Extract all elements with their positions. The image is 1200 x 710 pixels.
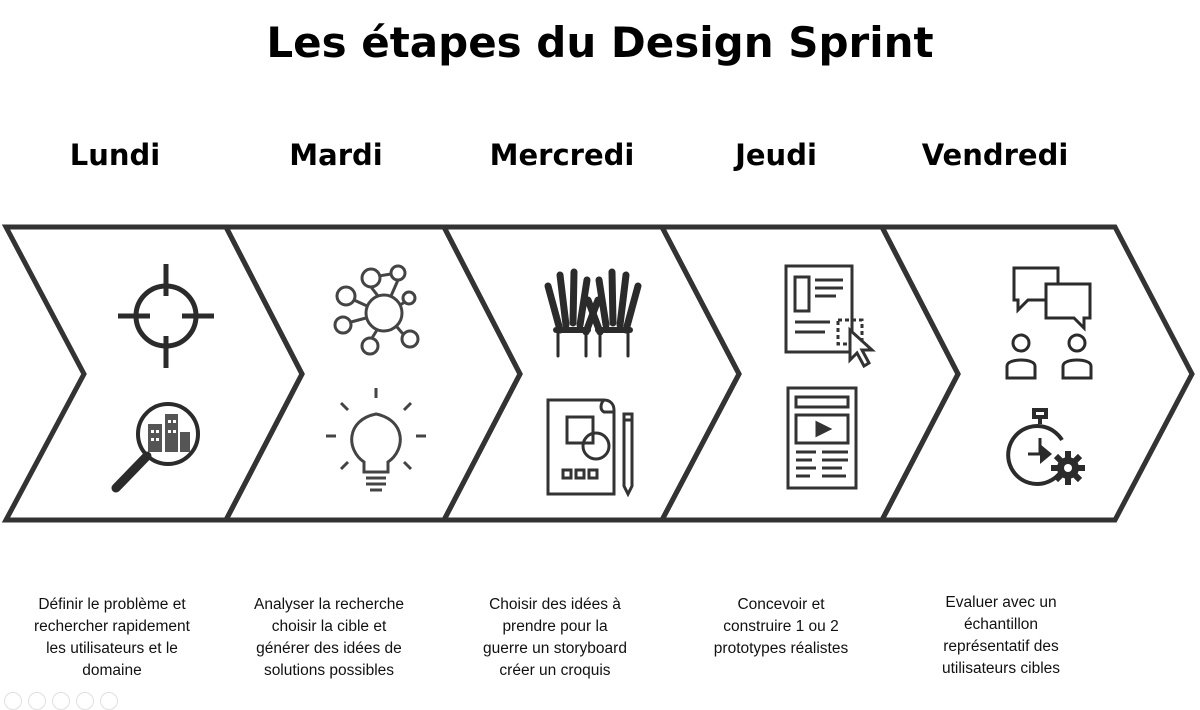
description-lundi: Définir le problème et rechercher rapide… bbox=[12, 594, 212, 682]
description-line: construire 1 ou 2 bbox=[723, 618, 839, 635]
zoom-icon[interactable] bbox=[76, 692, 94, 710]
description-line: solutions possibles bbox=[263, 662, 395, 679]
diagram-title: Les étapes du Design Sprint bbox=[266, 18, 934, 67]
description-line: domaine bbox=[82, 662, 142, 679]
users-chat-icon bbox=[1005, 266, 1093, 380]
prev-slide-icon[interactable] bbox=[4, 692, 22, 710]
day-label-jeudi: Jeudi bbox=[735, 138, 817, 172]
description-line: Analyser la recherche bbox=[254, 596, 404, 613]
description-line: générer des idées de bbox=[256, 640, 402, 657]
chevron-step-2 bbox=[221, 224, 523, 523]
wireframe-cursor-icon bbox=[784, 264, 876, 369]
description-line: prototypes réalistes bbox=[713, 640, 849, 657]
description-line: prendre pour la bbox=[502, 618, 608, 635]
description-mardi: Analyser la recherche choisir la cible e… bbox=[229, 594, 429, 682]
more-options-icon[interactable] bbox=[100, 692, 118, 710]
day-label-mercredi: Mercredi bbox=[489, 138, 635, 172]
storyboard-sketch-icon bbox=[546, 398, 634, 498]
stopwatch-gear-icon bbox=[1006, 408, 1085, 486]
target-icon bbox=[118, 264, 214, 368]
description-line: les utilisateurs et le bbox=[46, 640, 178, 657]
day-label-lundi: Lundi bbox=[69, 138, 161, 172]
day-label-mardi: Mardi bbox=[289, 138, 383, 172]
description-line: Concevoir et bbox=[737, 596, 825, 613]
day-label-vendredi: Vendredi bbox=[921, 138, 1069, 172]
chevron-step-3 bbox=[439, 224, 742, 523]
chevron-step-5 bbox=[877, 224, 1195, 523]
city-magnifier-icon bbox=[111, 402, 200, 493]
raised-hands-icon bbox=[544, 268, 642, 358]
description-line: guerre un storyboard bbox=[483, 640, 627, 657]
pen-icon[interactable] bbox=[28, 692, 46, 710]
description-line: représentatif des bbox=[943, 638, 1059, 655]
description-line: Evaluer avec un bbox=[945, 594, 1057, 611]
lightbulb-icon bbox=[326, 388, 426, 492]
chevron-step-1 bbox=[1, 224, 305, 523]
description-jeudi: Concevoir et construire 1 ou 2 prototype… bbox=[681, 594, 881, 660]
prototype-page-icon bbox=[786, 386, 858, 490]
description-line: choisir la cible et bbox=[271, 618, 387, 635]
network-nodes-icon bbox=[333, 264, 420, 356]
description-line: créer un croquis bbox=[499, 662, 611, 679]
slideshow-toolbar bbox=[4, 692, 118, 710]
description-line: Définir le problème et bbox=[38, 596, 186, 613]
description-line: rechercher rapidement bbox=[34, 618, 190, 635]
description-mercredi: Choisir des idées à prendre pour la guer… bbox=[455, 594, 655, 682]
slides-icon[interactable] bbox=[52, 692, 70, 710]
description-vendredi: Evaluer avec un échantillon représentati… bbox=[901, 592, 1101, 680]
description-line: utilisateurs cibles bbox=[941, 660, 1061, 677]
description-line: échantillon bbox=[963, 616, 1039, 633]
description-line: Choisir des idées à bbox=[489, 596, 621, 613]
